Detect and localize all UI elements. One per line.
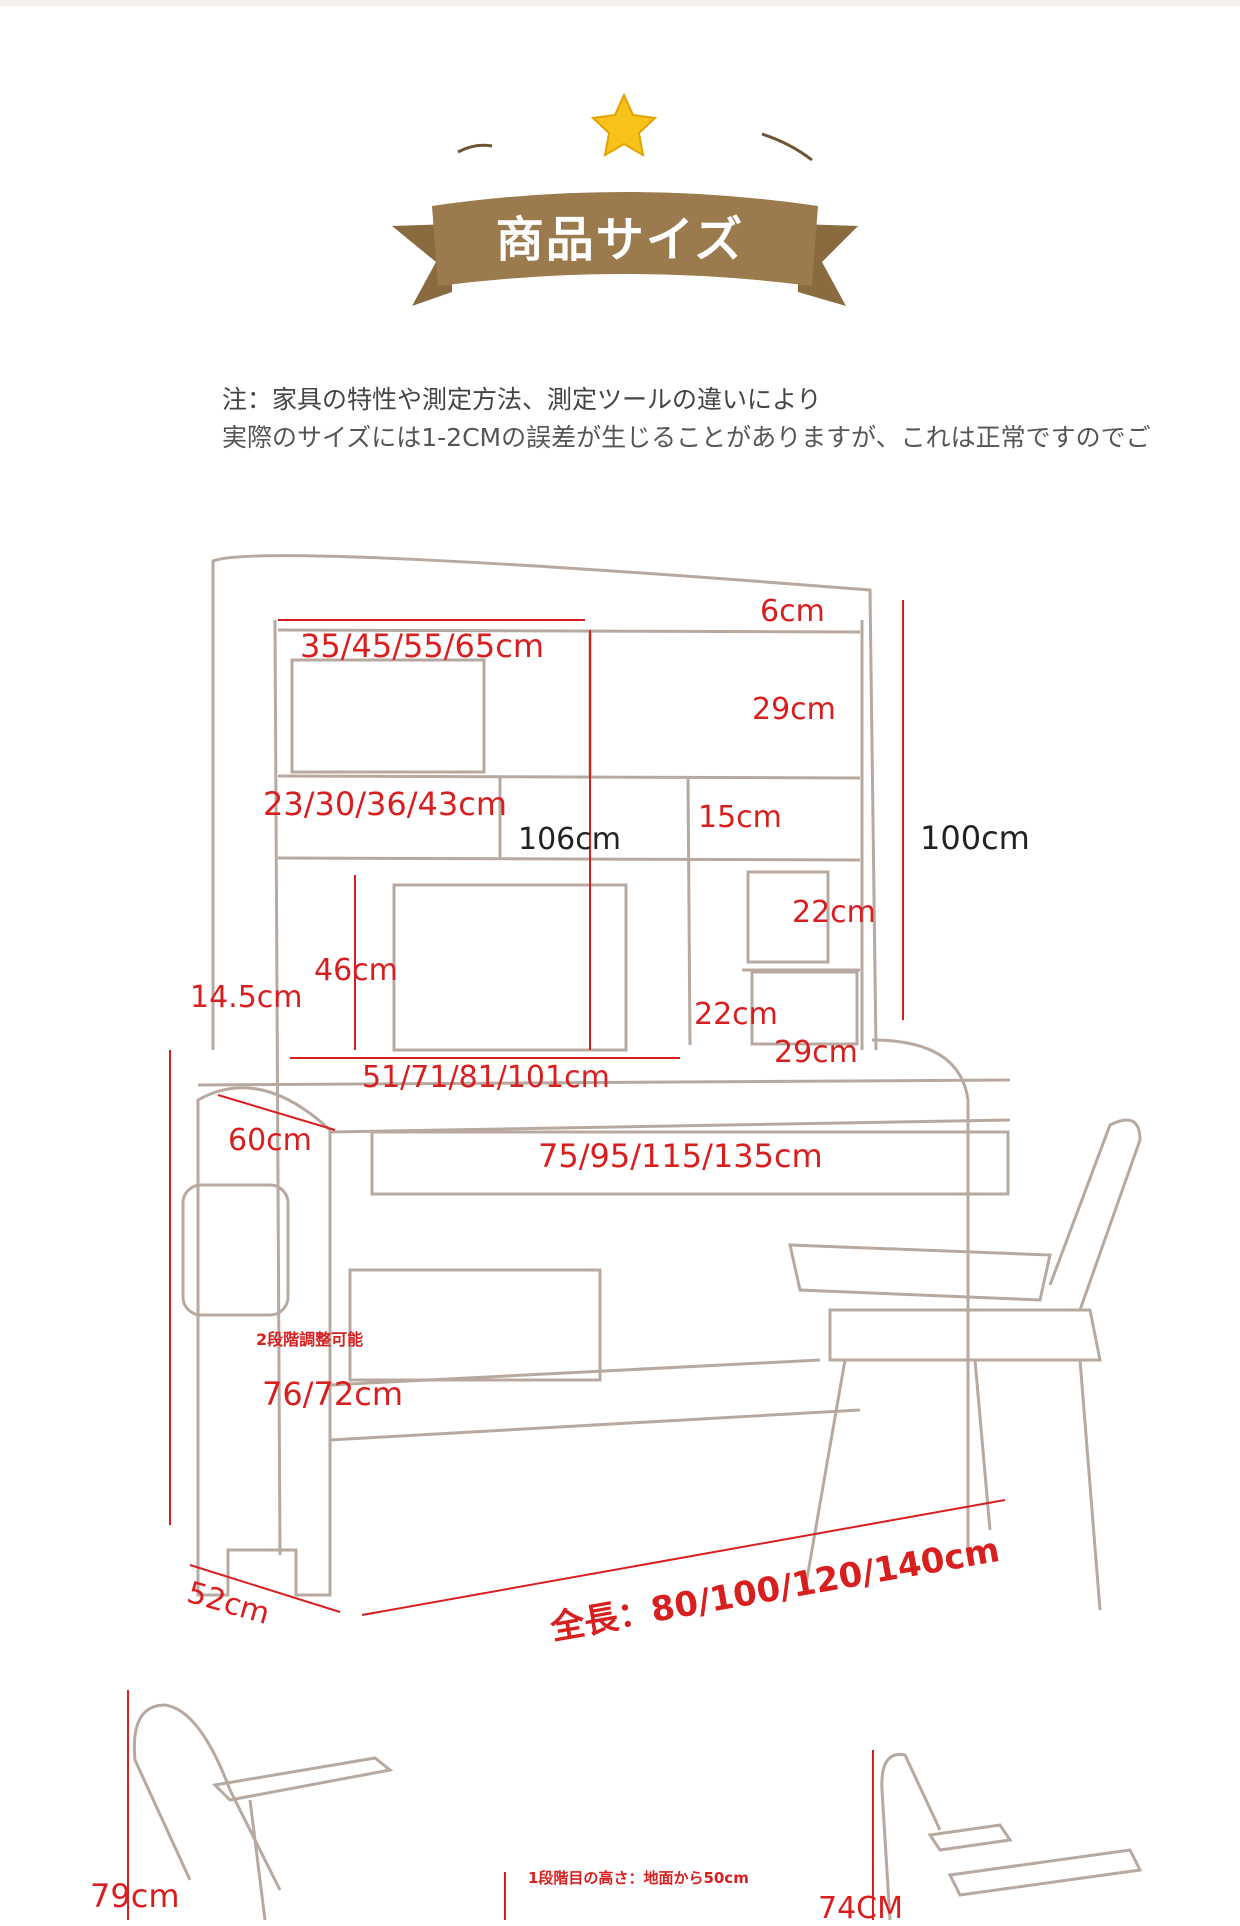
- dim-hutch-height: 106cm: [518, 822, 621, 857]
- dim-right-height: 100cm: [920, 819, 1030, 857]
- hutch-left-panel: [273, 619, 282, 1556]
- heading-decoration: [392, 92, 858, 306]
- note-line-2: 実際のサイズには1-2CMの誤差が生じることがありますが、これは正常ですのでご: [222, 423, 1151, 452]
- chair-armrest: [788, 1243, 1052, 1302]
- dim-upper-shelf-height: 29cm: [752, 692, 836, 727]
- dim-inner-width: 51/71/81/101cm: [362, 1060, 610, 1095]
- shelf-second: [277, 774, 861, 780]
- chair-left-back: [132, 1703, 282, 1891]
- chair-seat: [828, 1308, 1102, 1362]
- dim-desk-width: 75/95/115/135cm: [538, 1137, 823, 1175]
- dim-top-gap: 6cm: [760, 594, 825, 629]
- chair-left-leg: [248, 1799, 267, 1920]
- heading-right-curl: [761, 132, 813, 162]
- desk-left-leg: [196, 1086, 332, 1597]
- chair-leg-2: [1078, 1359, 1102, 1611]
- photo-frame: [746, 870, 830, 964]
- dim-line-base-depth: [189, 1564, 341, 1613]
- dim-open-height: 46cm: [314, 953, 398, 988]
- dim-lower-cubby-width: 29cm: [774, 1035, 858, 1070]
- dim-adjust-note: 2段階調整可能: [256, 1330, 364, 1349]
- bottom-shelf: [329, 1358, 821, 1387]
- shelf-top: [277, 628, 861, 634]
- desktop-edge: [197, 1078, 1011, 1087]
- dim-middle-shelf-width: 23/30/36/43cm: [263, 785, 507, 823]
- shelf-third: [277, 856, 861, 862]
- dim-top-shelf-width: 35/45/55/65cm: [300, 627, 544, 665]
- dim-chair-note: 1段階目の高さ：地面から50cm: [528, 1869, 749, 1887]
- chair-right-seat: [947, 1848, 1143, 1897]
- dim-chair-height-low: 74CM: [818, 1891, 904, 1926]
- desktop-front: [329, 1118, 1011, 1134]
- dim-chair-height: 79cm: [90, 1877, 180, 1915]
- backpack: [181, 1183, 290, 1317]
- dim-lower-cubby-height: 22cm: [694, 997, 778, 1032]
- chair-leg-3: [973, 1359, 992, 1531]
- monitor: [392, 883, 628, 1052]
- chair-leg-1: [803, 1359, 847, 1591]
- dim-line-desk-depth: [217, 1094, 336, 1131]
- dim-small-shelf-height: 15cm: [698, 800, 782, 835]
- heading-left-curl: [457, 143, 493, 154]
- books-upper: [290, 658, 486, 774]
- top-strip: [0, 0, 1240, 6]
- desk-sketch: [169, 554, 1142, 1616]
- dim-line-total-length: [361, 1499, 1006, 1616]
- dim-side-thickness: 14.5cm: [190, 980, 303, 1015]
- dim-desk-height: 76/72cm: [262, 1375, 403, 1413]
- drawer: [370, 1130, 1010, 1196]
- dim-desk-depth: 60cm: [228, 1123, 312, 1158]
- heading-title: 商品サイズ: [495, 212, 745, 268]
- chair-left-armrest: [211, 1756, 394, 1802]
- bottom-rail: [329, 1408, 861, 1442]
- chair-right-back: [880, 1752, 942, 1920]
- hutch-frame: [211, 554, 878, 1051]
- heading-ribbon: [432, 192, 818, 286]
- chair-right-armrest: [927, 1823, 1013, 1852]
- star-icon: [590, 92, 658, 157]
- books-lower: [750, 970, 859, 1046]
- chair-sketches: [127, 1690, 1143, 1920]
- shelf-divider-3: [686, 777, 692, 1046]
- chair-back: [1048, 1118, 1142, 1311]
- desk-right-side: [871, 1038, 970, 1555]
- books-bottom: [348, 1268, 602, 1382]
- dim-side-cubby-height: 22cm: [792, 895, 876, 930]
- note-line-1: 注：家具の特性や測定方法、測定ツールの違いにより: [222, 385, 822, 414]
